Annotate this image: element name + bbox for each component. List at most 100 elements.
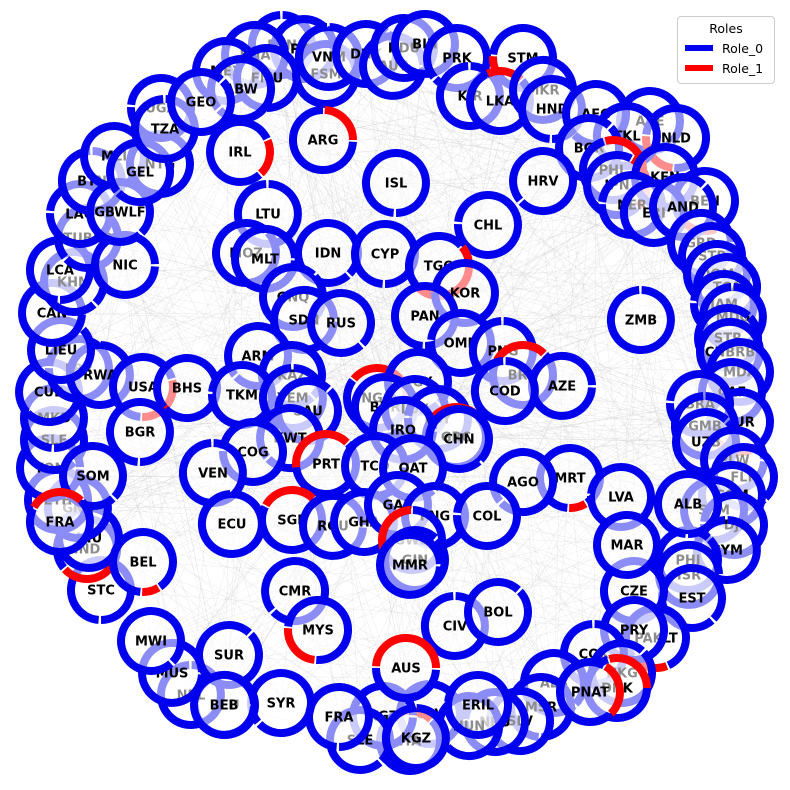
node-fill [462,199,514,251]
node-cod: COD [470,357,539,425]
legend-swatch-role-0 [685,45,713,51]
node-ecu: ECU [197,490,266,558]
node-bel: BEL [109,528,177,596]
legend-label-role-0: Role_0 [722,40,764,56]
edge [59,204,633,523]
role-1-arc [493,341,547,363]
node-fill [615,294,667,346]
role-0-arc [470,357,539,425]
edge [303,108,553,321]
node-fill [67,450,119,502]
node-label: LTU [255,208,281,223]
node-label: HRV [528,175,559,190]
node-col: COL [453,482,521,550]
node-nic: NIC [91,230,159,299]
edge [87,237,417,739]
role-1-arc [608,654,651,689]
node-label: PRK [442,52,473,67]
role-1-arc [603,662,624,717]
node-fra2: FRA [304,683,373,751]
node-label: GEO [186,96,217,111]
node-label: AZE [548,380,576,395]
node-syr: SYR [247,669,316,738]
node-label: IRL [228,146,251,161]
node-chl: CHL [454,191,522,259]
node-fill [666,572,718,624]
edge [464,273,718,294]
node-fill [99,239,151,291]
edge [395,182,618,186]
node-pnat: PNAT [556,658,624,726]
node-label: MAR [610,539,643,554]
node-label: PAN [410,310,439,325]
role-0-arc [190,670,258,739]
edge [59,319,642,523]
role-0-arc [405,232,465,288]
role-1-arc [324,106,357,141]
edge [200,101,718,275]
node-fill [380,642,432,694]
node-fill [302,227,354,279]
role-1-arc [30,488,84,510]
role-0-arc [206,118,271,186]
node-label: HND [536,103,569,118]
role-0-arc [464,578,532,646]
edge [87,237,411,742]
role-0-arc [653,470,722,538]
node-label: AGO [507,476,539,491]
node-label: ARG [308,134,339,149]
role-1-arc [61,562,116,583]
role-0-arc [117,607,185,675]
edge [266,77,489,226]
role-0-arc [556,658,613,726]
node-label: LVA [608,491,634,506]
node-kgz: KGZ [381,704,450,772]
node-fill [125,615,177,667]
edge [384,43,426,408]
node-fill [292,604,344,656]
node-label: MYS [302,624,334,639]
edge [124,264,230,656]
node-fill [461,490,513,542]
edge [60,296,294,351]
node-label: LKA [486,95,514,110]
node-label: COL [473,510,502,525]
role-0-arc [86,178,154,246]
node-label: CHN [443,433,474,448]
node-label: NLD [661,132,691,147]
node-label: EST [678,592,705,607]
role-1-arc [378,506,412,550]
node-label: ERIL [462,699,494,714]
node-fill [370,157,422,209]
node-fill [544,452,596,504]
node-fill [601,519,653,571]
edge [99,184,618,376]
legend-label-role-1: Role_1 [722,60,764,76]
role-0-arc [593,511,661,579]
edge [281,44,733,496]
node-fill [198,679,250,731]
node-label: AUS [391,662,421,677]
node-geo: GEO [167,68,235,136]
role-0-arc [109,528,177,596]
node-fill [214,126,266,178]
node-label: CYP [371,248,399,263]
node-label: CMR [279,585,312,600]
node-label: BEB [210,699,239,714]
node-label: TZA [151,123,179,138]
node-eril: ERIL [444,671,512,739]
node-chn: CHN [425,405,493,473]
role-1-arc [262,486,316,508]
node-label: GBWLF [94,206,145,221]
edge [119,211,595,655]
role-0-arc [26,499,94,556]
role-1-arc [284,628,316,664]
node-fill [536,360,588,412]
role-0-arc [381,704,450,772]
role-0-arc [197,490,266,558]
edge [553,385,563,684]
node-fill [390,712,442,764]
node-fill [452,679,504,731]
node-fill [34,496,86,548]
